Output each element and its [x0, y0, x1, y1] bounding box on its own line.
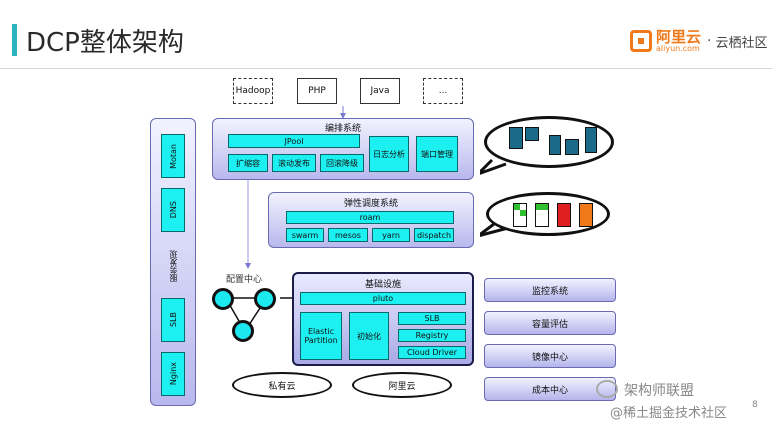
logo-community-text: 云栖社区	[715, 35, 768, 51]
dns-box: DNS	[161, 188, 185, 232]
infra-slb-box: SLB	[398, 312, 466, 325]
logo-separator: ·	[707, 33, 712, 49]
yarn-box: yarn	[372, 228, 410, 242]
aliyun-cloud: 阿里云	[352, 372, 452, 398]
roam-box: roam	[286, 211, 454, 224]
resource-grid-icon	[513, 203, 527, 227]
container-icon	[525, 127, 539, 141]
resource-grid-icon	[557, 203, 571, 227]
resource-grid-icon	[535, 203, 549, 227]
config-center-label: 配置中心	[226, 275, 263, 285]
cost-center-block: 成本中心	[484, 377, 616, 401]
watermark-line-2: @稀土掘金技术社区	[610, 406, 728, 421]
cloud-driver-box: Cloud Driver	[398, 346, 466, 359]
orchestration-title: 编排系统	[324, 124, 361, 134]
resource-bubble	[486, 192, 610, 236]
title-accent-bar	[12, 24, 17, 56]
pluto-box: pluto	[300, 292, 466, 305]
page-number: 8	[752, 400, 758, 410]
config-node-1	[212, 288, 234, 310]
infrastructure-title: 基础设施	[364, 280, 401, 290]
private-cloud: 私有云	[232, 372, 332, 398]
brand-logo: 阿里云 aliyun.com · 云栖社区	[630, 26, 767, 56]
port-management-box: 端口管理	[416, 136, 458, 172]
top-box-java: Java	[360, 78, 400, 104]
jpool-box: JPool	[228, 134, 360, 148]
resource-grid-icon	[579, 203, 593, 227]
container-icon	[565, 139, 579, 155]
containers-bubble	[484, 116, 614, 168]
rollback-box: 回滚降级	[320, 154, 364, 172]
nginx-box: Nginx	[161, 352, 185, 396]
service-discovery-label: 服务发现	[168, 250, 178, 282]
container-icon	[585, 127, 597, 153]
mesos-box: mesos	[328, 228, 368, 242]
logo-main-text: 阿里云	[656, 27, 702, 46]
config-node-3	[232, 320, 254, 342]
slide-title: DCP整体架构	[26, 28, 184, 58]
config-node-2	[254, 288, 276, 310]
scale-box: 扩缩容	[228, 154, 268, 172]
elastic-partition-box: Elastic Partition	[300, 312, 342, 360]
image-center-block: 镜像中心	[484, 344, 616, 368]
logo-sub-text: aliyun.com	[656, 43, 700, 53]
capacity-assessment-block: 容量评估	[484, 311, 616, 335]
initialization-box: 初始化	[349, 312, 389, 360]
swarm-box: swarm	[286, 228, 324, 242]
container-icon	[509, 127, 523, 149]
top-box-more: ...	[423, 78, 463, 104]
aliyun-logo-icon	[630, 30, 652, 52]
motan-box: Motan	[161, 134, 185, 178]
slb-box: SLB	[161, 298, 185, 342]
registry-box: Registry	[398, 329, 466, 342]
scheduler-title: 弹性调度系统	[343, 199, 398, 209]
watermark-line-1: 架构师联盟	[624, 383, 694, 399]
monitoring-system-block: 监控系统	[484, 278, 616, 302]
wechat-icon	[596, 380, 618, 398]
top-box-hadoop: Hadoop	[233, 78, 273, 104]
header-divider	[0, 68, 772, 69]
dispatch-box: dispatch	[414, 228, 454, 242]
container-icon	[549, 135, 561, 155]
log-analysis-box: 日志分析	[369, 136, 409, 172]
rolling-release-box: 滚动发布	[272, 154, 316, 172]
top-box-php: PHP	[297, 78, 337, 104]
